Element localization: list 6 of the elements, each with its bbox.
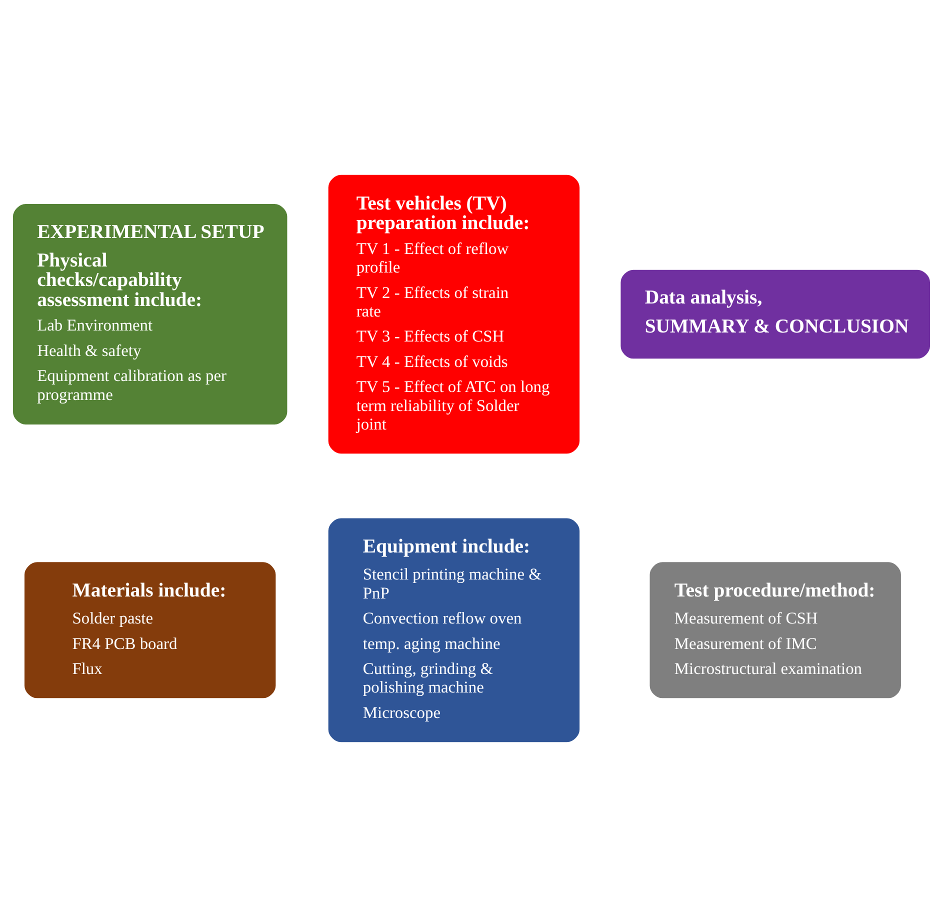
node-box: Equipment include: Stencil printing machine & PnP Convection reflow oven temp. aging machine Cutting, grinding & polishing machine Microscope xyxy=(327,517,581,744)
node-box: Test vehicles (TV) preparation include: TV 1 - Effect of reflow profile TV 2 - Effects of strain rate TV 3 - Effects of CSH TV 4 - Effects of voids TV 5 - Effect of ATC on long term reliability of Solder joint xyxy=(327,174,581,455)
node-box: EXPERIMENTAL SETUP Physical checks/capability assessment include: Lab Environment Health & safety Equipment calibration as per programme xyxy=(12,202,288,426)
node-box: Data analysis, SUMMARY & CONCLUSION xyxy=(620,268,932,360)
node-box: Test procedure/method: Measurement of CSH Measurement of IMC Microstructural examination xyxy=(648,561,902,700)
node-box: Materials include: Solder paste FR4 PCB board Flux xyxy=(23,561,277,700)
